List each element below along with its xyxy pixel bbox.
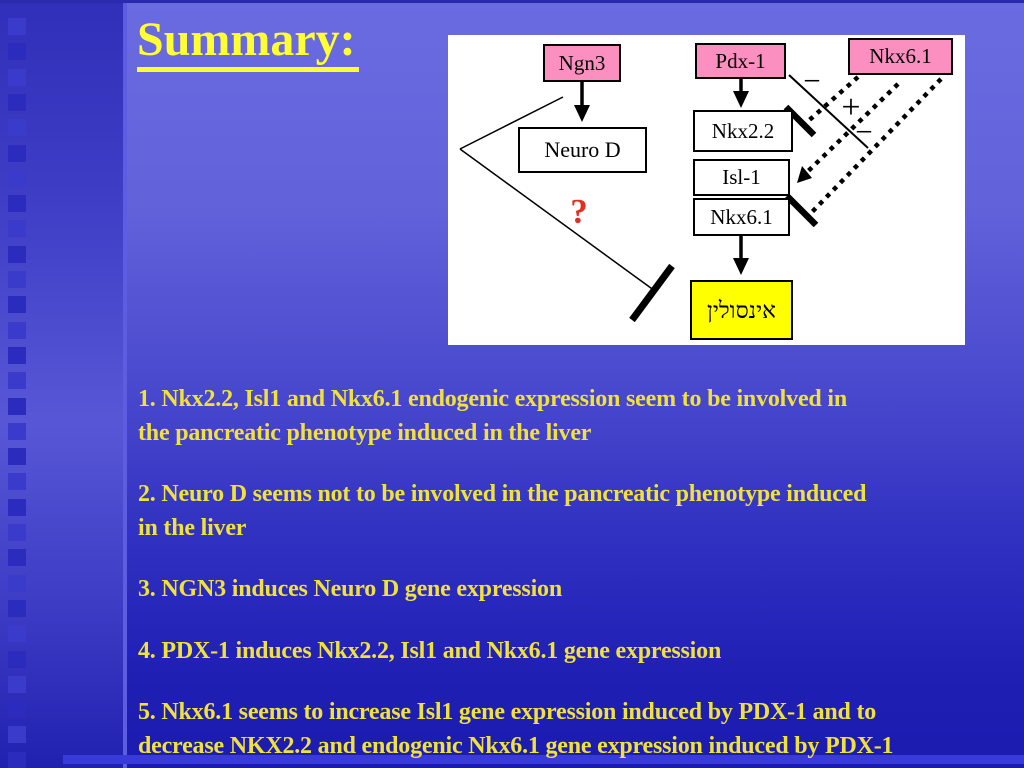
summary-item-5: 5. Nkx6.1 seems to increase Isl1 gene ex…	[138, 699, 894, 759]
decor-square	[8, 498, 26, 516]
dotted-line-to-nkx22	[804, 75, 860, 125]
summary-list: 1. Nkx2.2, Isl1 and Nkx6.1 endogenic exp…	[138, 383, 978, 768]
decor-square	[8, 650, 26, 668]
dotted-line-to-isl1	[798, 82, 900, 181]
decor-square	[8, 448, 26, 466]
decor-square	[8, 18, 26, 35]
decor-square	[8, 68, 26, 86]
branch-line-lower	[459, 148, 656, 292]
decor-square	[8, 372, 26, 390]
minus-sign-upper: −	[803, 63, 821, 98]
node-nkx61-upstream: Nkx6.1	[848, 38, 953, 75]
dotted-arrowhead-isl1	[797, 166, 812, 183]
decor-square	[8, 245, 26, 263]
decor-square	[8, 422, 26, 440]
node-insulin: אינסולין	[690, 280, 793, 340]
plus-sign: +	[841, 89, 861, 126]
arrow-ngn3-neurod-head	[574, 105, 590, 122]
decor-square	[8, 195, 26, 213]
decor-square	[8, 220, 26, 238]
decor-square	[8, 397, 26, 415]
decor-square	[8, 549, 26, 567]
node-ngn3: Ngn3	[543, 44, 621, 82]
summary-item-2: 2. Neuro D seems not to be involved in t…	[138, 481, 867, 541]
decor-square	[8, 599, 26, 617]
node-nkx61-endogenic: Nkx6.1	[693, 198, 790, 236]
node-isl1: Isl-1	[693, 159, 790, 196]
summary-item-3: 3. NGN3 induces Neuro D gene expression	[138, 576, 562, 602]
top-edge-line	[0, 0, 1024, 3]
node-nkx22: Nkx2.2	[693, 110, 793, 152]
decor-square	[8, 43, 26, 61]
decor-square	[8, 524, 26, 541]
pdx1-diagonal-line	[788, 74, 869, 149]
node-neuro-d: Neuro D	[518, 127, 647, 173]
decor-square	[8, 271, 26, 288]
decor-square	[8, 574, 26, 592]
decor-square	[8, 144, 26, 162]
branch-line-upper	[459, 96, 564, 150]
minus-sign-lower: −	[855, 114, 873, 149]
decor-square	[8, 473, 26, 491]
diagram-connectors	[459, 74, 943, 323]
inhibition-slash-insulin	[629, 263, 675, 323]
decor-square	[8, 346, 26, 364]
page-title: Summary:	[137, 16, 359, 72]
decor-square	[8, 321, 26, 339]
arrow-nkx61-insulin-head	[733, 258, 749, 275]
summary-item-1: 1. Nkx2.2, Isl1 and Nkx6.1 endogenic exp…	[138, 386, 847, 446]
decor-square	[8, 726, 26, 744]
decor-square	[8, 93, 26, 111]
decor-square	[8, 701, 26, 719]
bottom-edge-band	[63, 755, 1024, 764]
dotted-line-to-nkx61	[810, 77, 943, 214]
sidebar-strip	[0, 0, 123, 768]
decor-square	[8, 296, 26, 314]
summary-item-4: 4. PDX-1 induces Nkx2.2, Isl1 and Nkx6.1…	[138, 637, 722, 664]
node-pdx1: Pdx-1	[695, 43, 786, 79]
decor-square	[8, 119, 26, 137]
decor-square	[8, 169, 26, 187]
pathway-diagram: Ngn3 Pdx-1 Nkx6.1 Nkx2.2 Isl-1 Nkx6.1 Ne…	[448, 35, 965, 345]
decor-square	[8, 751, 26, 768]
decor-square	[8, 675, 26, 693]
sidebar-separator	[123, 0, 127, 768]
arrow-pdx1-nkx22-head	[733, 91, 749, 108]
decor-square	[8, 625, 26, 643]
question-mark: ?	[570, 192, 588, 231]
inhibition-bar-nkx61	[784, 193, 819, 228]
